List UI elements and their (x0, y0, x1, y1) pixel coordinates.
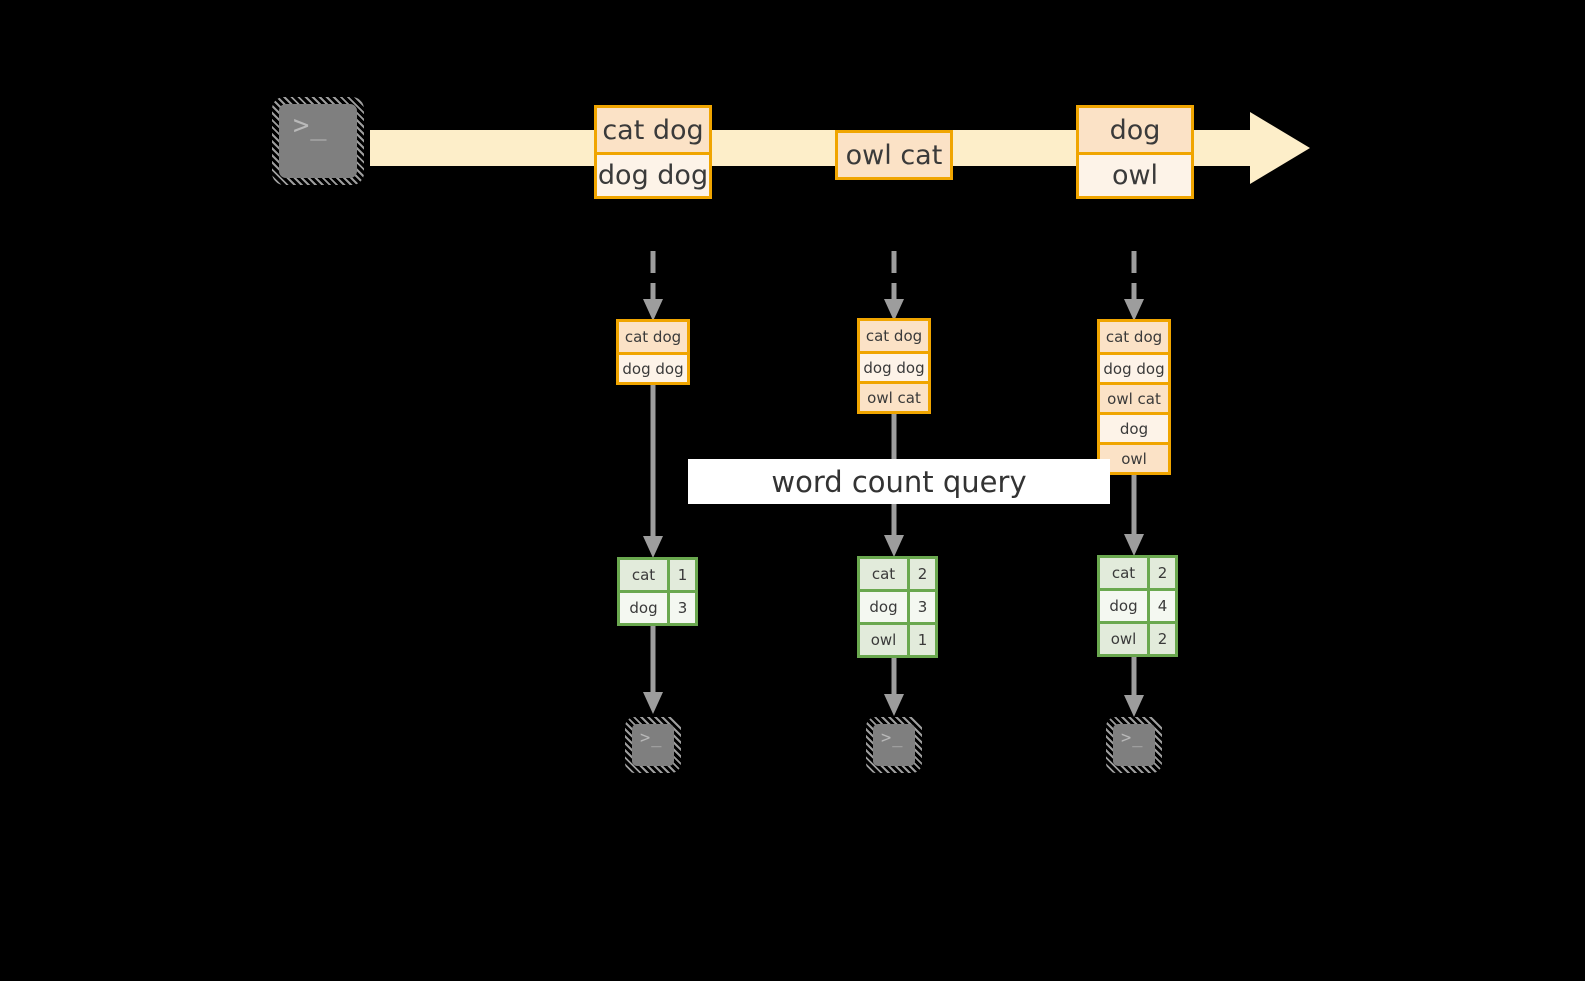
sink-arrow-2-icon (884, 648, 904, 716)
result-count: 3 (907, 592, 935, 622)
trigger-arrow-3-icon (1124, 251, 1144, 321)
log-line: dog (1100, 412, 1168, 442)
log-line: cat dog (1100, 322, 1168, 352)
sink-terminal-icon-2[interactable]: >_ (866, 717, 922, 773)
stream-event-box-2[interactable]: owl cat (835, 130, 953, 180)
result-count: 2 (1147, 624, 1175, 654)
result-word: owl (1100, 624, 1147, 654)
result-table-2[interactable]: cat 2 dog 3 owl 1 (857, 556, 938, 658)
table-row: owl 2 (1100, 621, 1175, 654)
trigger-arrow-1-icon (643, 251, 663, 321)
terminal-screen (1113, 724, 1155, 766)
result-word: cat (860, 559, 907, 589)
table-row: dog 4 (1100, 588, 1175, 621)
log-line: dog dog (1100, 352, 1168, 382)
table-row: dog 3 (860, 589, 935, 622)
terminal-screen (873, 724, 915, 766)
source-terminal-icon[interactable]: >_ (272, 97, 364, 185)
accumulated-log-3[interactable]: cat dog dog dog owl cat dog owl (1097, 319, 1171, 475)
query-banner: word count query (688, 459, 1110, 504)
table-row: cat 2 (1100, 558, 1175, 588)
log-line: owl (1100, 442, 1168, 472)
prompt-glyph: >_ (293, 110, 328, 141)
log-line: owl cat (860, 381, 928, 411)
log-line: cat dog (619, 322, 687, 352)
stream-event-box-1[interactable]: cat dog dog dog (594, 105, 712, 199)
trigger-arrow-2-icon (884, 251, 904, 321)
log-line: dog dog (860, 351, 928, 381)
table-row: dog 3 (620, 590, 695, 623)
result-table-3[interactable]: cat 2 dog 4 owl 2 (1097, 555, 1178, 657)
table-row: owl 1 (860, 622, 935, 655)
result-word: cat (620, 560, 667, 590)
result-word: owl (860, 625, 907, 655)
terminal-screen (632, 724, 674, 766)
sink-arrow-3-icon (1124, 647, 1144, 717)
query-label: word count query (771, 464, 1027, 499)
log-line: dog dog (619, 352, 687, 382)
sink-terminal-icon-1[interactable]: >_ (625, 717, 681, 773)
stream-event-line: cat dog (597, 108, 709, 152)
result-count: 2 (907, 559, 935, 589)
table-row: cat 1 (620, 560, 695, 590)
result-count: 1 (667, 560, 695, 590)
result-word: dog (1100, 591, 1147, 621)
result-count: 3 (667, 593, 695, 623)
result-word: dog (860, 592, 907, 622)
prompt-glyph: >_ (1121, 728, 1144, 748)
log-line: owl cat (1100, 382, 1168, 412)
query-arrow-3-icon (1124, 470, 1144, 556)
stream-event-line: dog (1079, 108, 1191, 152)
log-line: cat dog (860, 321, 928, 351)
stream-event-line: owl (1079, 152, 1191, 196)
query-arrow-1-icon (643, 378, 663, 558)
result-table-1[interactable]: cat 1 dog 3 (617, 557, 698, 626)
result-word: cat (1100, 558, 1147, 588)
accumulated-log-2[interactable]: cat dog dog dog owl cat (857, 318, 931, 414)
prompt-glyph: >_ (881, 728, 904, 748)
sink-terminal-icon-3[interactable]: >_ (1106, 717, 1162, 773)
result-count: 4 (1147, 591, 1175, 621)
result-count: 1 (907, 625, 935, 655)
stream-event-line: owl cat (838, 133, 950, 177)
prompt-glyph: >_ (640, 728, 663, 748)
stream-event-line: dog dog (597, 152, 709, 196)
terminal-screen (279, 104, 357, 178)
accumulated-log-1[interactable]: cat dog dog dog (616, 319, 690, 385)
result-count: 2 (1147, 558, 1175, 588)
result-word: dog (620, 593, 667, 623)
stream-event-box-3[interactable]: dog owl (1076, 105, 1194, 199)
sink-arrow-1-icon (643, 620, 663, 714)
table-row: cat 2 (860, 559, 935, 589)
